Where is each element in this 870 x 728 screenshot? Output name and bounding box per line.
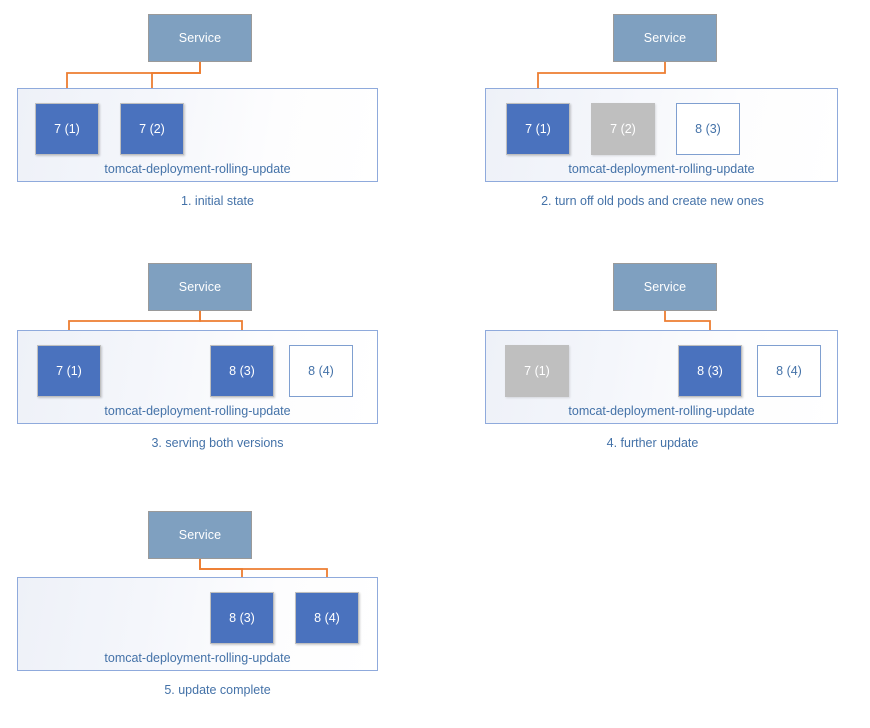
pod-7-1: 7 (1) bbox=[37, 345, 101, 397]
service-box: Service bbox=[148, 14, 252, 62]
pod-label: 8 (3) bbox=[695, 121, 721, 136]
pod-7-2: 7 (2) bbox=[591, 103, 655, 155]
service-label: Service bbox=[178, 30, 222, 45]
service-label: Service bbox=[643, 279, 687, 294]
pod-8-4: 8 (4) bbox=[295, 592, 359, 644]
pod-label: 8 (3) bbox=[697, 363, 723, 378]
pod-7-1: 7 (1) bbox=[35, 103, 99, 155]
panel-caption: 3. serving both versions bbox=[151, 436, 284, 450]
panel-further-update: Service tomcat-deployment-rolling-update… bbox=[435, 248, 870, 481]
panel-turn-off-old-pods: Service tomcat-deployment-rolling-update… bbox=[435, 0, 870, 233]
panel-caption: 1. initial state bbox=[181, 194, 254, 208]
service-label: Service bbox=[178, 279, 222, 294]
pod-label: 8 (4) bbox=[776, 363, 802, 378]
panel-initial-state: Service tomcat-deployment-rolling-update… bbox=[0, 0, 435, 233]
pod-label: 7 (1) bbox=[54, 121, 80, 136]
service-box: Service bbox=[148, 263, 252, 311]
pod-8-4: 8 (4) bbox=[757, 345, 821, 397]
panel-update-complete: Service tomcat-deployment-rolling-update… bbox=[0, 495, 435, 728]
pod-label: 8 (3) bbox=[229, 363, 255, 378]
pod-7-1: 7 (1) bbox=[506, 103, 570, 155]
service-box: Service bbox=[613, 14, 717, 62]
deployment-label: tomcat-deployment-rolling-update bbox=[568, 161, 755, 176]
pod-label: 7 (1) bbox=[56, 363, 82, 378]
pod-label: 8 (4) bbox=[314, 610, 340, 625]
deployment-label: tomcat-deployment-rolling-update bbox=[104, 403, 291, 418]
pod-label: 7 (2) bbox=[610, 121, 636, 136]
service-box: Service bbox=[613, 263, 717, 311]
panel-caption: 4. further update bbox=[606, 436, 699, 450]
pod-8-3: 8 (3) bbox=[210, 592, 274, 644]
pod-8-4: 8 (4) bbox=[289, 345, 353, 397]
panel-caption: 5. update complete bbox=[164, 683, 271, 697]
pod-label: 7 (1) bbox=[524, 363, 550, 378]
service-box: Service bbox=[148, 511, 252, 559]
service-label: Service bbox=[178, 527, 222, 542]
pod-7-1: 7 (1) bbox=[505, 345, 569, 397]
pod-label: 8 (4) bbox=[308, 363, 334, 378]
pod-label: 7 (2) bbox=[139, 121, 165, 136]
deployment-label: tomcat-deployment-rolling-update bbox=[568, 403, 755, 418]
pod-8-3: 8 (3) bbox=[210, 345, 274, 397]
deployment-label: tomcat-deployment-rolling-update bbox=[104, 161, 291, 176]
pod-7-2: 7 (2) bbox=[120, 103, 184, 155]
service-label: Service bbox=[643, 30, 687, 45]
panel-serving-both-versions: Service tomcat-deployment-rolling-update… bbox=[0, 248, 435, 481]
panel-caption: 2. turn off old pods and create new ones bbox=[541, 194, 764, 208]
pod-8-3: 8 (3) bbox=[678, 345, 742, 397]
deployment-label: tomcat-deployment-rolling-update bbox=[104, 650, 291, 665]
pod-label: 8 (3) bbox=[229, 610, 255, 625]
pod-8-3: 8 (3) bbox=[676, 103, 740, 155]
pod-label: 7 (1) bbox=[525, 121, 551, 136]
